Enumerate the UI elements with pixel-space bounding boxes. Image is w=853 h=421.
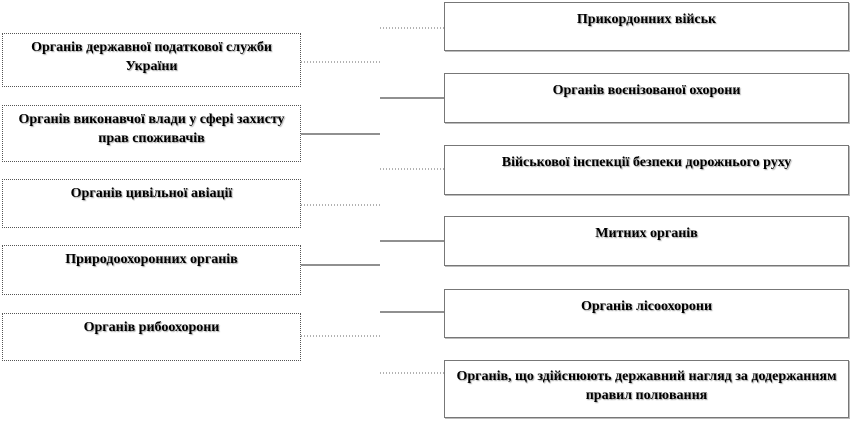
right-box-label: Прикордонних військ <box>576 12 717 27</box>
left-box-label: Органів виконавчої влади у сфері захисту… <box>18 112 285 146</box>
right-box-label: Органів лісоохорони <box>580 299 713 314</box>
left-box-civil-aviation: Органів цивільної авіації <box>2 179 301 228</box>
left-box-consumer-protection: Органів виконавчої влади у сфері захисту… <box>2 105 301 162</box>
right-box-paramilitary-guard: Органів воєнізованої охорони <box>444 73 849 123</box>
left-box-tax-service: Органів державної податкової служби Укра… <box>2 33 301 87</box>
right-box-border-troops: Прикордонних військ <box>444 2 849 51</box>
right-box-label: Військової інспекції безпеки дорожнього … <box>501 155 792 170</box>
left-box-environmental: Природоохоронних органів <box>2 245 301 295</box>
left-box-label: Органів рибоохорони <box>83 320 220 335</box>
right-box-road-safety-inspection: Військової інспекції безпеки дорожнього … <box>444 145 849 195</box>
left-box-label: Органів державної податкової служби Укра… <box>31 40 272 74</box>
right-box-label: Органів, що здійснюють державний нагляд … <box>456 369 837 403</box>
right-box-forest-protection: Органів лісоохорони <box>444 289 849 338</box>
left-box-label: Органів цивільної авіації <box>70 186 233 201</box>
right-box-customs: Митних органів <box>444 216 849 266</box>
right-box-label: Митних органів <box>595 226 698 241</box>
right-box-label: Органів воєнізованої охорони <box>552 83 741 98</box>
right-box-hunting-supervision: Органів, що здійснюють державний нагляд … <box>444 360 849 418</box>
left-box-fish-protection: Органів рибоохорони <box>2 313 301 361</box>
left-box-label: Природоохоронних органів <box>65 252 238 267</box>
